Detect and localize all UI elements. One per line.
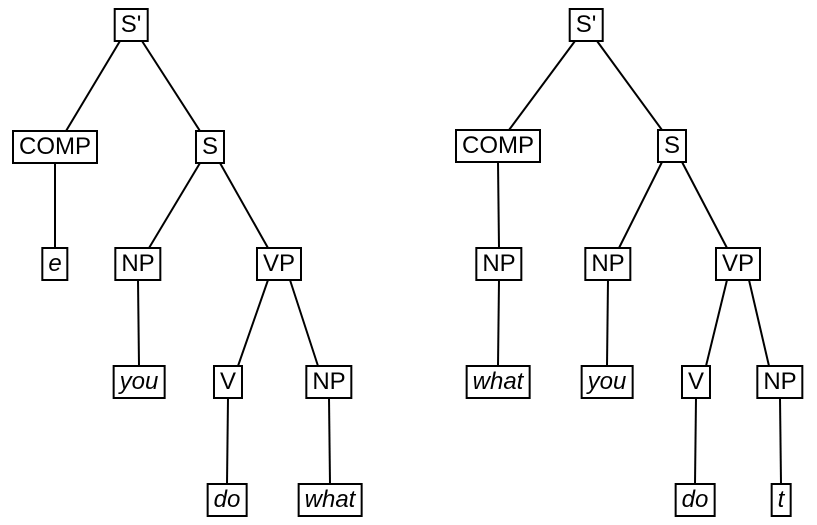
tree2-edge-s-prime-comp [508, 40, 576, 131]
tree2-node-v: V [680, 365, 712, 399]
tree1-edge-vp-np-obj [289, 279, 319, 367]
tree1-edge-np-subj-you [137, 279, 140, 367]
tree1-edge-s-prime-comp [65, 40, 121, 132]
tree1-edge-np-obj-what [328, 397, 331, 485]
tree1-node-s-prime: S' [113, 8, 149, 42]
tree1-edge-s-np-subj [148, 162, 201, 249]
tree1-node-np-obj: NP [305, 365, 353, 399]
tree2-edge-np-comp-what [497, 279, 500, 367]
tree1-node-s: S [194, 130, 226, 164]
tree2-node-np-obj: NP [756, 365, 804, 399]
tree1-node-what: what [297, 483, 363, 517]
tree2-node-t: t [770, 483, 792, 517]
tree2-edge-np-obj-t [779, 397, 782, 485]
tree2-edge-vp-v [705, 279, 728, 367]
tree2-edge-v-do [694, 397, 697, 485]
tree2-edge-np-subj-you [606, 279, 609, 367]
tree2-node-np-subj: NP [584, 247, 632, 281]
tree2-edge-s-prime-s [596, 40, 663, 131]
tree1-edge-v-do [226, 397, 229, 485]
tree2-node-np-comp: NP [475, 247, 523, 281]
tree2-edge-vp-np-obj [748, 279, 770, 367]
tree1-node-vp: VP [255, 247, 303, 281]
tree1-edge-s-vp [219, 162, 269, 249]
tree1-node-do: do [206, 483, 248, 517]
tree1-edge-s-prime-s [141, 40, 201, 132]
tree2-node-what: what [465, 365, 531, 399]
tree1-node-comp: COMP [12, 130, 98, 164]
tree1-node-e: e [41, 247, 69, 281]
tree2-edge-s-np-subj [618, 161, 663, 249]
tree2-node-s-prime: S' [568, 8, 604, 42]
tree1-node-you: you [112, 365, 166, 399]
tree2-node-you: you [580, 365, 634, 399]
tree1-node-v: V [212, 365, 244, 399]
tree2-node-s: S [656, 129, 688, 163]
tree2-node-comp: COMP [455, 129, 541, 163]
tree1-node-np-subj: NP [114, 247, 162, 281]
tree2-node-do: do [674, 483, 716, 517]
tree1-edge-vp-v [237, 279, 269, 367]
tree2-edge-s-vp [681, 161, 728, 249]
tree2-node-vp: VP [714, 247, 762, 281]
tree2-edge-comp-np-comp [497, 161, 500, 249]
